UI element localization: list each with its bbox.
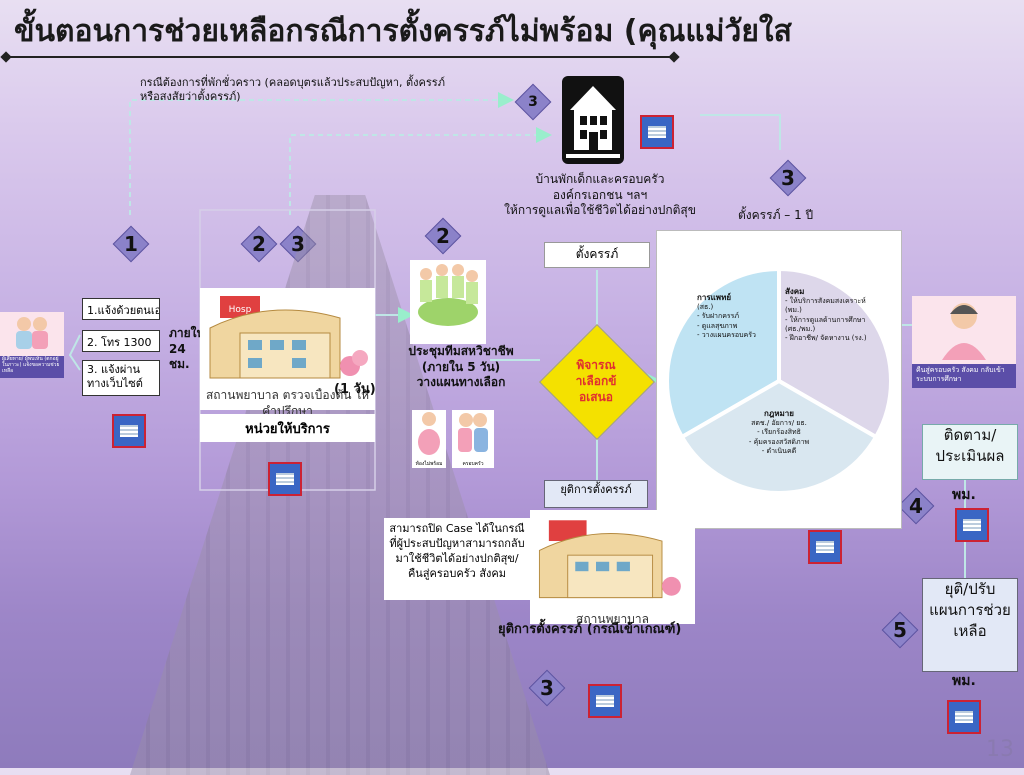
follow-up-box: ติดตาม/ประเมินผล xyxy=(922,424,1018,480)
shelter-label-line-2: องค์กรเอกชน ฯลฯ xyxy=(552,187,648,202)
page-number: 13 xyxy=(986,737,1014,762)
msdhs-label-2: พม. xyxy=(952,673,976,689)
follow-up-label: ติดตาม/ประเมินผล xyxy=(935,426,1005,465)
page-title: ขั้นตอนการช่วยเหลือกรณีการตั้งครรภ์ไม่พร… xyxy=(14,14,792,49)
msdhs-label-1: พม. xyxy=(952,487,976,503)
meeting-icon xyxy=(410,260,486,344)
circle-social-item-3: - ฝึกอาชีพ/ จัดหางาน (รง.) xyxy=(785,333,867,342)
step-3-badge-bottom: 3 xyxy=(531,672,563,704)
shelter-label-line-3: ให้การดูแลเพื่อใช้ชีวิตได้อย่างปกติสุข xyxy=(504,203,696,218)
not-ready-caption: ท้องไม่พร้อม xyxy=(415,461,443,467)
woman-icon xyxy=(942,303,986,360)
victim-caption: ผู้เสียหาย/ ผู้พบเห็น (ตกอยู่ในภาวะ) แจ้… xyxy=(0,356,64,378)
support-cycle-diagram xyxy=(665,266,893,495)
support-cycle-panel: การแพทย์ (สธ.) - รับฝากครรภ์ - ดูแลสุขภา… xyxy=(656,230,902,529)
hospital2-panel: สถานพยาบาล xyxy=(530,510,695,626)
shelter-label: บ้านพักเด็กและครอบครัว องค์กรเอกชน ฯลฯ ใ… xyxy=(470,172,730,219)
step-5-badge: 5 xyxy=(884,614,916,646)
family-caption: ครอบครัว xyxy=(462,461,484,467)
step-4-badge: 4 xyxy=(900,490,932,522)
shelter-label-line-1: บ้านพักเด็กและครอบครัว xyxy=(535,172,665,186)
step-2-badge: 2 xyxy=(243,228,275,260)
family-figure: ครอบครัว xyxy=(452,410,494,468)
book-stack-icon xyxy=(640,115,674,149)
report-option-2: 2. โทร 1300 xyxy=(82,330,160,352)
adjust-plan-box: ยุติ/ปรับแผนการช่วยเหลือ xyxy=(922,578,1018,672)
pregnancy-1-year: ตั้งครรภ์ – 1 ปี xyxy=(738,208,814,222)
line-person-box xyxy=(68,334,81,371)
circle-medical-item-1: - รับฝากครรภ์ xyxy=(697,312,740,321)
book-stack-icon-right-1 xyxy=(955,508,989,542)
hospital-caption: สถานพยาบาล ตรวจเบื้องต้น ให้คำปรึกษา xyxy=(205,388,370,414)
circle-medical: การแพทย์ (สธ.) - รับฝากครรภ์ - ดูแลสุขภา… xyxy=(697,293,775,340)
step-3-shelter-badge: 3 xyxy=(517,86,549,118)
circle-medical-item-3: - วางแผนครอบครัว xyxy=(697,330,756,339)
shelter-note: กรณีต้องการที่พักชั่วคราว (คลอดบุตรแล้วป… xyxy=(140,76,445,104)
book-stack-icon-left xyxy=(112,414,146,448)
adjust-plan-label: ยุติ/ปรับแผนการช่วยเหลือ xyxy=(929,580,1011,640)
return-family-caption: คืนสู่ครอบครัว สังคม กลับเข้าระบบการศึกษ… xyxy=(912,364,1016,388)
circle-medical-item-2: - ดูแลสุขภาพ xyxy=(697,321,738,330)
pregnant-label: ตั้งครรภ์ xyxy=(575,247,619,261)
circle-social-item-1: - ให้บริการสังคมสงเคราะห์ (พม.) xyxy=(785,297,866,315)
decision-diamond: พิจารณาเลือกข้อเสนอ xyxy=(539,324,655,440)
family-icon xyxy=(458,413,488,452)
report-option-3: 3. แจ้งผ่านทางเว็บไซต์ xyxy=(82,360,160,396)
svg-text:Hosp: Hosp xyxy=(229,305,252,315)
circle-law-item-2: - คุ้มครองสวัสดิภาพ xyxy=(748,437,810,446)
line-shelter-right xyxy=(700,114,781,150)
report-option-1: 1.แจ้งด้วยตนเอง xyxy=(82,298,160,320)
circle-law-item-3: - ดำเนินคดี xyxy=(761,446,797,455)
victim-panel: ผู้เสียหาย/ ผู้พบเห็น (ตกอยู่ในภาวะ) แจ้… xyxy=(0,312,64,378)
close-case-text: สามารถปิด Case ได้ในกรณีที่ผู้ประสบปัญหา… xyxy=(389,522,525,580)
within-24-hours: ภายใน 24 ชม. xyxy=(169,326,205,372)
meeting-line-2: (ภายใน 5 วัน) xyxy=(421,359,501,374)
circle-medical-sub: (สธ.) xyxy=(697,303,714,312)
step-2-meeting-badge: 2 xyxy=(427,220,459,252)
circle-law-item-1: - เรียกร้องสิทธิ xyxy=(757,428,801,437)
line-to-shelter-2 xyxy=(289,127,552,215)
return-family-panel: คืนสู่ครอบครัว สังคม กลับเข้าระบบการศึกษ… xyxy=(912,296,1016,388)
pregnant-woman-icon xyxy=(418,412,440,455)
service-unit-label: หน่วยให้บริการ xyxy=(245,421,330,437)
terminate-box: ยุติการตั้งครรภ์ xyxy=(544,480,648,508)
book-stack-icon-hospital xyxy=(268,462,302,496)
one-day: (1 วัน) xyxy=(334,382,376,397)
service-unit-box: หน่วยให้บริการ xyxy=(200,414,375,442)
book-stack-icon-right-2 xyxy=(947,700,981,734)
step-1-badge: 1 xyxy=(115,228,147,260)
meeting-label: ประชุมทีมสหวิชาชีพ (ภายใน 5 วัน) วางแผนท… xyxy=(386,344,536,391)
terminate-caption: ยุติการตั้งครรภ์ (กรณีเข้าเกณฑ์) xyxy=(498,622,682,637)
title-underline xyxy=(6,56,674,58)
book-stack-icon-bottom xyxy=(588,684,622,718)
step-3-badge: 3 xyxy=(282,228,314,260)
meeting-line-1: ประชุมทีมสหวิชาชีพ xyxy=(408,344,514,358)
meeting-line-3: วางแผนทางเลือก xyxy=(416,375,506,390)
circle-social-item-2: - ให้การดูแลด้านการศึกษา (ศธ./พม.) xyxy=(785,315,866,333)
people-icon xyxy=(16,317,48,349)
circle-law-sub: สตช./ อัยการ/ ยธ. xyxy=(751,419,807,428)
close-case-box: สามารถปิด Case ได้ในกรณีที่ผู้ประสบปัญหา… xyxy=(384,518,530,600)
circle-medical-title: การแพทย์ xyxy=(697,293,732,302)
terminate-label: ยุติการตั้งครรภ์ xyxy=(560,483,632,496)
hospital2-icon xyxy=(538,520,681,599)
line-to-shelter xyxy=(129,92,514,215)
circle-social-title: สังคม xyxy=(785,287,805,296)
pregnant-label-box: ตั้งครรภ์ xyxy=(544,242,650,268)
hospital2-caption: สถานพยาบาล xyxy=(576,612,649,626)
not-ready-figure: ท้องไม่พร้อม xyxy=(412,410,446,468)
step-3-badge-top: 3 xyxy=(772,162,804,194)
circle-law-title: กฎหมาย xyxy=(764,409,794,418)
house-icon xyxy=(562,76,624,164)
book-stack-icon-mid xyxy=(808,530,842,564)
hospital-panel: Hosp สถานพยาบาล ตรวจเบื้องต้น ให้คำปรึกษ… xyxy=(200,288,375,414)
circle-law: กฎหมาย สตช./ อัยการ/ ยธ. - เรียกร้องสิทธ… xyxy=(719,409,839,456)
circle-social: สังคม - ให้บริการสังคมสงเคราะห์ (พม.) - … xyxy=(785,287,875,343)
hospital-icon: Hosp xyxy=(209,296,368,379)
decision-text: พิจารณาเลือกข้อเสนอ xyxy=(575,357,617,405)
